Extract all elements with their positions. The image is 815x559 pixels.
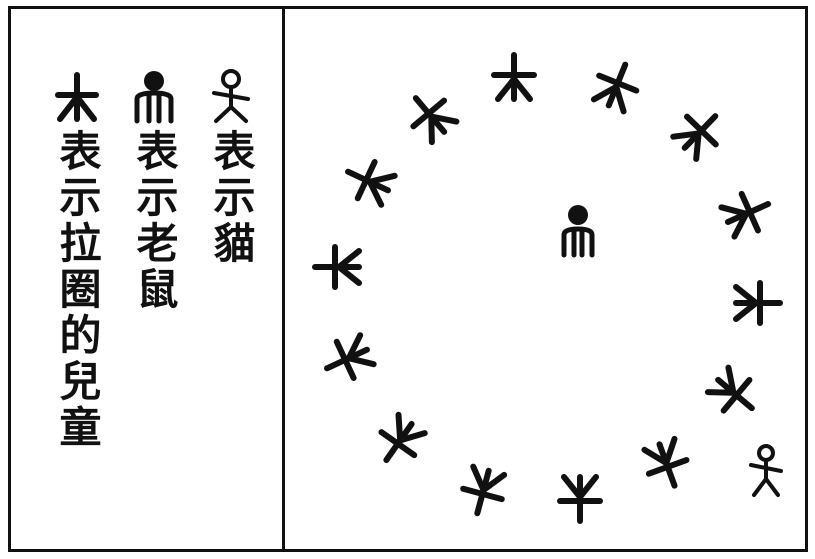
ring-child-10 [370,413,428,472]
legend-cat: 表示貓 [201,69,261,267]
legend-child: 表示拉圈的兒童 [47,69,107,451]
ring-child-5 [736,283,780,323]
mouse-figure-icon [129,69,179,125]
ring-child-12 [315,247,359,287]
ring-child-4 [720,186,776,240]
ring-child-1 [494,55,534,99]
cat-figure-icon [751,446,781,495]
ring-child-13 [340,154,397,209]
child-figure-icon [52,69,102,125]
ring-scene [285,9,805,549]
ring-child-9 [458,466,508,519]
legend-panel: 表示拉圈的兒童 表示老鼠 表示貓 [11,9,282,549]
legend-mouse-label: 表示老鼠 [124,129,184,313]
legend-child-label: 表示拉圈的兒童 [47,129,107,451]
child-ring [315,55,780,521]
ring-child-3 [670,102,729,161]
ring-child-8 [560,477,600,521]
ring-child-14 [401,85,460,144]
mouse-figure-icon [564,205,592,255]
ring-child-7 [641,437,694,492]
legend-mouse: 表示老鼠 [124,69,184,313]
ring-child-6 [705,365,764,424]
ring-child-11 [319,332,376,387]
scene-panel [285,9,805,549]
cat-figure-icon [206,69,256,125]
ring-child-2 [590,57,644,113]
legend-cat-label: 表示貓 [201,129,261,267]
